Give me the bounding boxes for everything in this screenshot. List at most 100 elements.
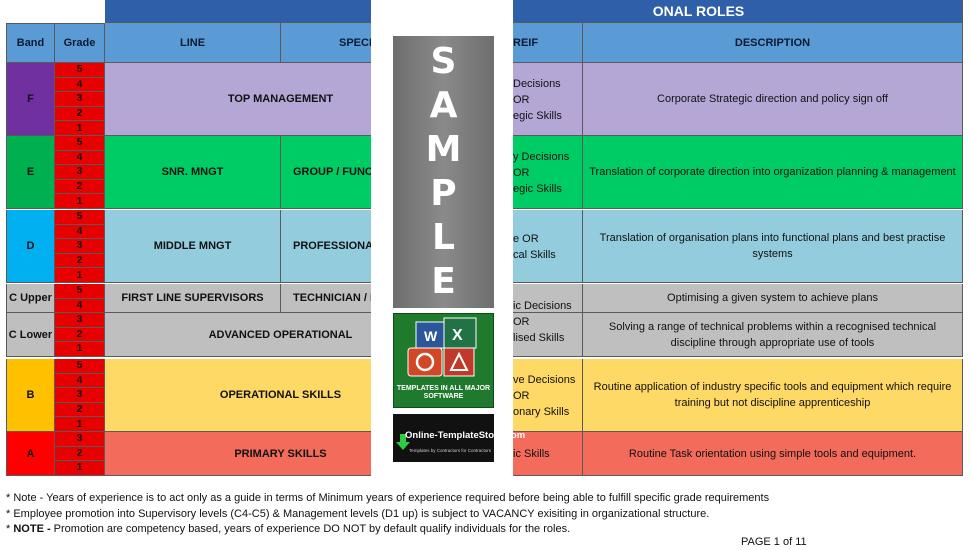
grade-cell: 4 — [55, 77, 105, 93]
description-D: Translation of organisation plans into f… — [583, 210, 963, 283]
header-line: LINE — [105, 23, 281, 63]
store-tagline: Templates by Contractors for Contractors — [409, 448, 492, 453]
grade-cell: 1 — [55, 417, 105, 432]
band-CU: C Upper — [6, 284, 55, 313]
grade-cell: 2 — [55, 446, 105, 462]
page-number: PAGE 1 of 11 — [741, 536, 807, 548]
sample-letter: E — [431, 261, 456, 302]
breif-D: e OR cal Skills — [513, 210, 582, 283]
line-label: ADVANCED OPERATIONAL — [208, 328, 353, 341]
grade-cell: 2 — [55, 179, 105, 195]
breif-line: ic Decisions — [513, 299, 572, 312]
breif-line: e OR — [513, 232, 539, 245]
breif-line: cal Skills — [513, 248, 556, 261]
grade-cell: 5 — [55, 63, 105, 78]
sample-letter: M — [425, 129, 462, 170]
grade-cell: 1 — [55, 268, 105, 283]
breif-line: lised Skills — [513, 331, 565, 344]
grade-cell: 2 — [55, 106, 105, 122]
grade-cell: 3 — [55, 92, 105, 107]
template-store-logo: Online-TemplateStore.com Templates by Co… — [393, 414, 525, 462]
sample-letter: L — [432, 217, 455, 258]
grade-cell: 5 — [55, 359, 105, 374]
grade-cell: 5 — [55, 284, 105, 299]
breif-line: OR — [513, 389, 530, 402]
grade-cell: 1 — [55, 461, 105, 476]
table-title-text: ONAL ROLES — [652, 3, 745, 19]
grade-cell: 4 — [55, 224, 105, 240]
breif-line: y Decisions — [513, 150, 570, 163]
breif-line: ic Skills — [513, 448, 550, 460]
grade-cell: 5 — [55, 210, 105, 225]
header-grade: Grade — [55, 23, 105, 63]
line-E: SNR. MNGT — [105, 136, 281, 209]
description-E: Translation of corporate direction into … — [583, 136, 963, 209]
specialist-label: TECHNICIAN / F — [293, 292, 377, 304]
breif-line: Decisions — [513, 77, 561, 90]
office-apps-icon: W X — [407, 317, 477, 377]
band-F: F — [6, 63, 55, 136]
note-3: * NOTE - Promotion are competency based,… — [6, 522, 769, 538]
breif-line: OR — [513, 315, 530, 328]
grade-cell: 3 — [55, 165, 105, 180]
breif-A: ic Skills — [513, 432, 582, 476]
breif-line: ve Decisions — [513, 373, 576, 386]
grade-cell: 2 — [55, 253, 105, 269]
grade-cell: 4 — [55, 298, 105, 314]
note-3-prefix: * — [6, 523, 14, 535]
band-D: D — [6, 210, 55, 283]
sample-letter: S — [430, 41, 457, 82]
grade-cell: 3 — [55, 239, 105, 254]
breif-line: egic Skills — [513, 182, 562, 195]
description-B: Routine application of industry specific… — [583, 359, 963, 432]
description-F: Corporate Strategic direction and policy… — [583, 63, 963, 136]
specialist-label: GROUP / FUNCTIO — [293, 166, 392, 178]
office-caption: TEMPLATES IN ALL MAJOR SOFTWARE — [396, 385, 491, 400]
svg-text:X: X — [452, 327, 463, 344]
breif-line: OR — [513, 93, 530, 106]
line-D: MIDDLE MNGT — [105, 210, 281, 283]
band-CL: C Lower — [6, 313, 55, 357]
footnotes: * Note - Years of experience is to act o… — [6, 491, 769, 538]
line-label: TOP MANAGEMENT — [227, 93, 334, 105]
header-band: Band — [6, 23, 55, 63]
grade-cell: 1 — [55, 194, 105, 209]
grade-cell: 4 — [55, 150, 105, 166]
note-1: * Note - Years of experience is to act o… — [6, 492, 770, 504]
header-description: DESCRIPTION — [583, 23, 963, 63]
breif-line: egic Skills — [513, 109, 562, 122]
store-name: Online-TemplateStore.com — [405, 430, 526, 441]
grade-cell: 3 — [55, 313, 105, 328]
office-templates-banner: W X TEMPLATES IN ALL MAJOR SOFTWARE — [393, 313, 494, 408]
band-A: A — [6, 432, 55, 476]
grade-cell: 1 — [55, 121, 105, 136]
download-arrow-icon — [396, 434, 410, 450]
sample-letter: A — [429, 85, 458, 126]
line-CU: FIRST LINE SUPERVISORS — [105, 284, 281, 313]
band-E: E — [6, 136, 55, 209]
line-label: OPERATIONAL SKILLS — [219, 389, 342, 401]
grade-cell: 5 — [55, 136, 105, 151]
table-title: ONAL ROLES — [105, 0, 963, 23]
svg-text:W: W — [424, 328, 438, 344]
specialist-label: PROFESSIONAL — [293, 240, 380, 252]
grade-cell: 3 — [55, 388, 105, 403]
sample-letter: P — [430, 173, 457, 214]
header-breif: REIF — [513, 24, 582, 62]
grade-cell: 1 — [55, 342, 105, 357]
line-label: PRIMARY SKILLS — [234, 447, 327, 460]
description-A: Routine Task orientation using simple to… — [583, 432, 963, 476]
breif-line: OR — [513, 166, 530, 179]
grade-cell: 2 — [55, 402, 105, 418]
breif-line: onary Skills — [513, 405, 570, 418]
note-2: * Employee promotion into Supervisory le… — [6, 507, 710, 520]
note-3-rest: Promotion are competency based, years of… — [50, 523, 571, 535]
band-B: B — [6, 359, 55, 432]
grade-cell: 2 — [55, 327, 105, 343]
note-3-bold: NOTE - — [13, 523, 51, 535]
